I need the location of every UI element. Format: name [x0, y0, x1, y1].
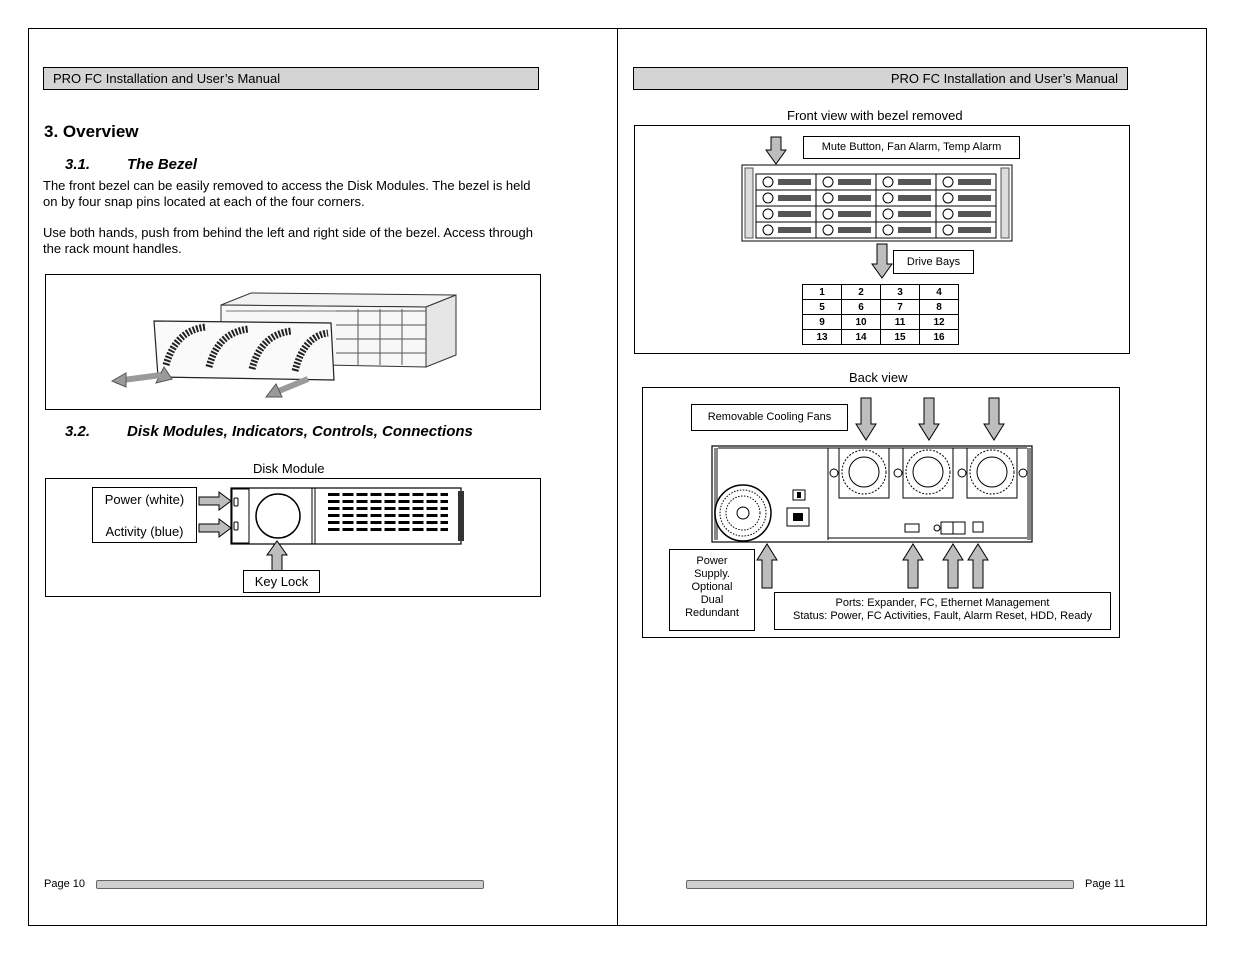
psu-label-line: Supply.: [694, 568, 730, 580]
back-view-illustration: [711, 397, 1033, 589]
subsection-1-number: 3.1.: [65, 156, 91, 173]
bay-cell: 4: [919, 284, 959, 300]
page-divider: [617, 28, 618, 926]
bay-cell: 8: [919, 299, 959, 315]
bezel-paragraph-2: Use both hands, push from behind the lef…: [43, 225, 533, 256]
subsection-2-number: 3.2.: [65, 423, 91, 440]
status-label-line: Status: Power, FC Activities, Fault, Ala…: [793, 610, 1092, 622]
back-view-caption: Back view: [849, 370, 908, 385]
bay-cell: 5: [802, 299, 842, 315]
bay-cell: 6: [841, 299, 881, 315]
right-page-number: Page 11: [1085, 878, 1126, 890]
cooling-fans-label: Removable Cooling Fans: [691, 404, 848, 431]
left-page-number: Page 10: [44, 878, 85, 890]
bay-cell: 10: [841, 314, 881, 330]
subsection-1-title: The Bezel: [127, 156, 198, 173]
bay-cell: 11: [880, 314, 920, 330]
activity-led-label: Activity (blue): [105, 524, 184, 539]
psu-label-line: Redundant: [685, 607, 739, 619]
mute-button-label: Mute Button, Fan Alarm, Temp Alarm: [803, 136, 1020, 159]
bay-cell: 1: [802, 284, 842, 300]
power-led-label: Power (white): [104, 492, 185, 507]
psu-label-line: Dual: [700, 594, 724, 606]
disk-module-illustration: [198, 487, 464, 573]
left-header-bar: PRO FC Installation and User’s Manual: [43, 67, 539, 90]
left-header-title: PRO FC Installation and User’s Manual: [53, 71, 281, 86]
bay-cell: 16: [919, 329, 959, 345]
bezel-removal-illustration: [110, 292, 457, 398]
bay-cell: 12: [919, 314, 959, 330]
front-view-illustration: [741, 136, 1013, 279]
ports-label-line: Ports: Expander, FC, Ethernet Management: [835, 597, 1050, 609]
disk-module-caption: Disk Module: [253, 461, 325, 476]
bay-cell: 15: [880, 329, 920, 345]
psu-label-line: Power: [696, 555, 728, 567]
bay-cell: 14: [841, 329, 881, 345]
bay-cell: 2: [841, 284, 881, 300]
section-title: 3. Overview: [44, 122, 139, 141]
bezel-paragraph-1: The front bezel can be easily removed to…: [43, 178, 531, 209]
left-footer-bar: [96, 880, 484, 889]
key-lock-label: Key Lock: [243, 570, 320, 593]
power-supply-label: Power Supply. Optional Dual Redundant: [669, 549, 755, 631]
right-header-bar: PRO FC Installation and User’s Manual: [633, 67, 1128, 90]
bay-cell: 3: [880, 284, 920, 300]
bay-cell: 9: [802, 314, 842, 330]
drive-bays-label: Drive Bays: [893, 250, 974, 274]
right-header-title: PRO FC Installation and User’s Manual: [890, 71, 1118, 86]
led-label-box: Power (white) Activity (blue): [92, 487, 197, 543]
subsection-2-title: Disk Modules, Indicators, Controls, Conn…: [127, 423, 473, 440]
right-footer-bar: [686, 880, 1074, 889]
front-view-caption: Front view with bezel removed: [787, 108, 963, 123]
bezel-figure: [45, 274, 541, 410]
ports-status-label: Ports: Expander, FC, Ethernet Management…: [774, 592, 1111, 630]
bay-cell: 13: [802, 329, 842, 345]
bay-cell: 7: [880, 299, 920, 315]
psu-label-line: Optional: [691, 581, 733, 593]
